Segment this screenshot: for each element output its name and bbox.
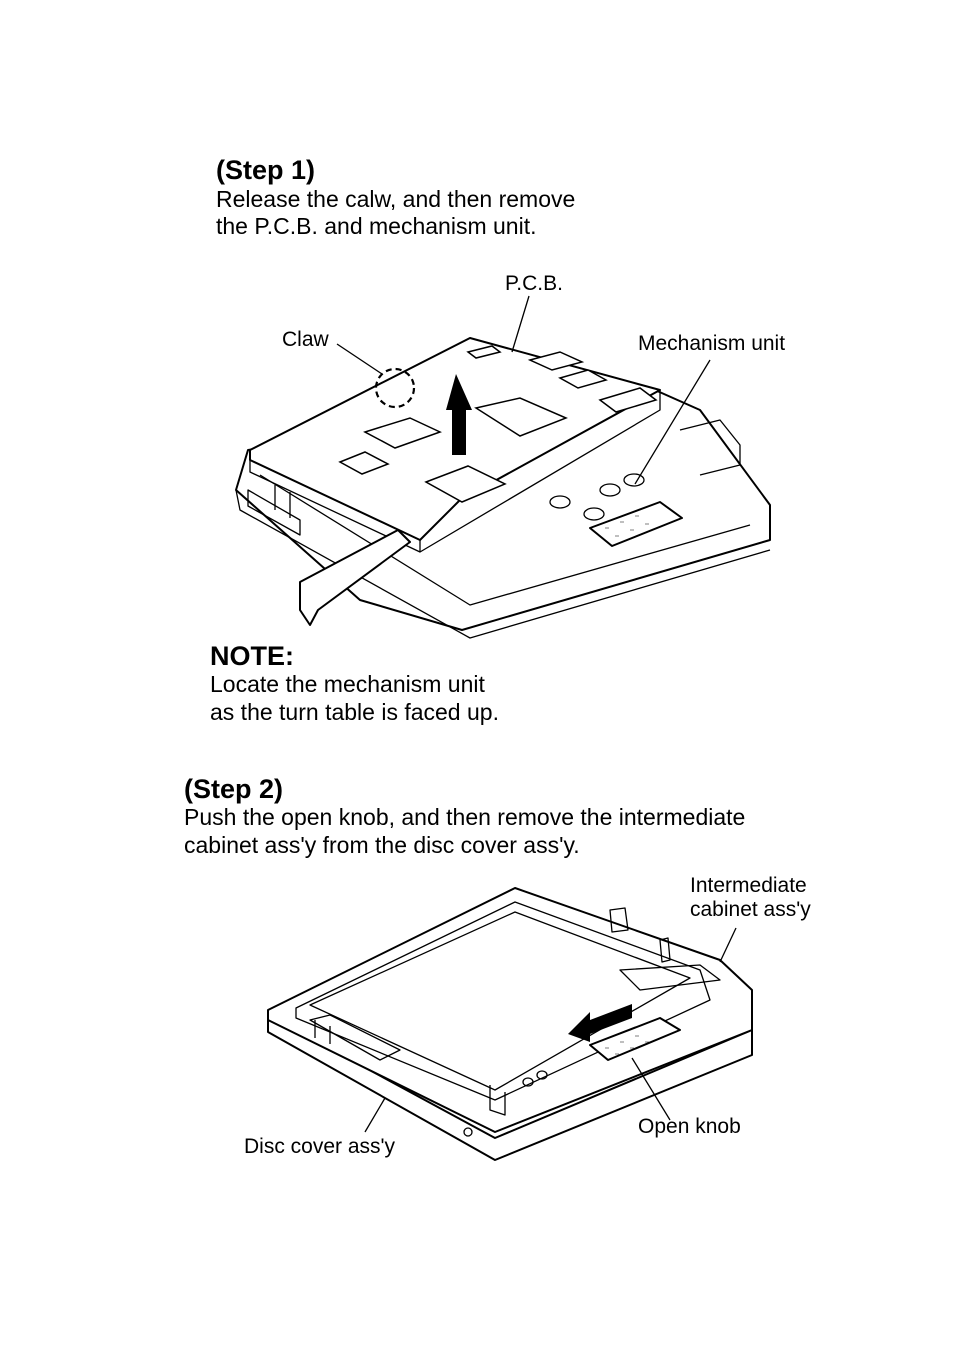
step2-instruction-line2: cabinet ass'y from the disc cover ass'y. — [184, 832, 580, 858]
intermediate-cabinet-label-line1: Intermediate — [690, 874, 807, 897]
claw-label: Claw — [282, 328, 329, 351]
pcb-label: P.C.B. — [505, 272, 563, 295]
open-knob-label: Open knob — [638, 1115, 741, 1138]
step1-diagram — [235, 295, 771, 639]
step1-instruction-line1: Release the calw, and then remove — [216, 186, 576, 212]
step1-instruction-line2: the P.C.B. and mechanism unit. — [216, 213, 537, 239]
note-heading: NOTE: — [210, 641, 294, 671]
step2-heading: (Step 2) — [184, 774, 284, 804]
step2-diagram — [267, 887, 753, 1161]
mechanism-unit-label: Mechanism unit — [638, 332, 786, 355]
note-line2: as the turn table is faced up. — [210, 699, 499, 725]
note-line1: Locate the mechanism unit — [210, 671, 485, 697]
intermediate-cabinet-label-line2: cabinet ass'y — [690, 898, 811, 921]
step2-instruction-line1: Push the open knob, and then remove the … — [184, 804, 746, 830]
step1-heading: (Step 1) — [216, 155, 316, 185]
disc-cover-label: Disc cover ass'y — [244, 1135, 396, 1158]
